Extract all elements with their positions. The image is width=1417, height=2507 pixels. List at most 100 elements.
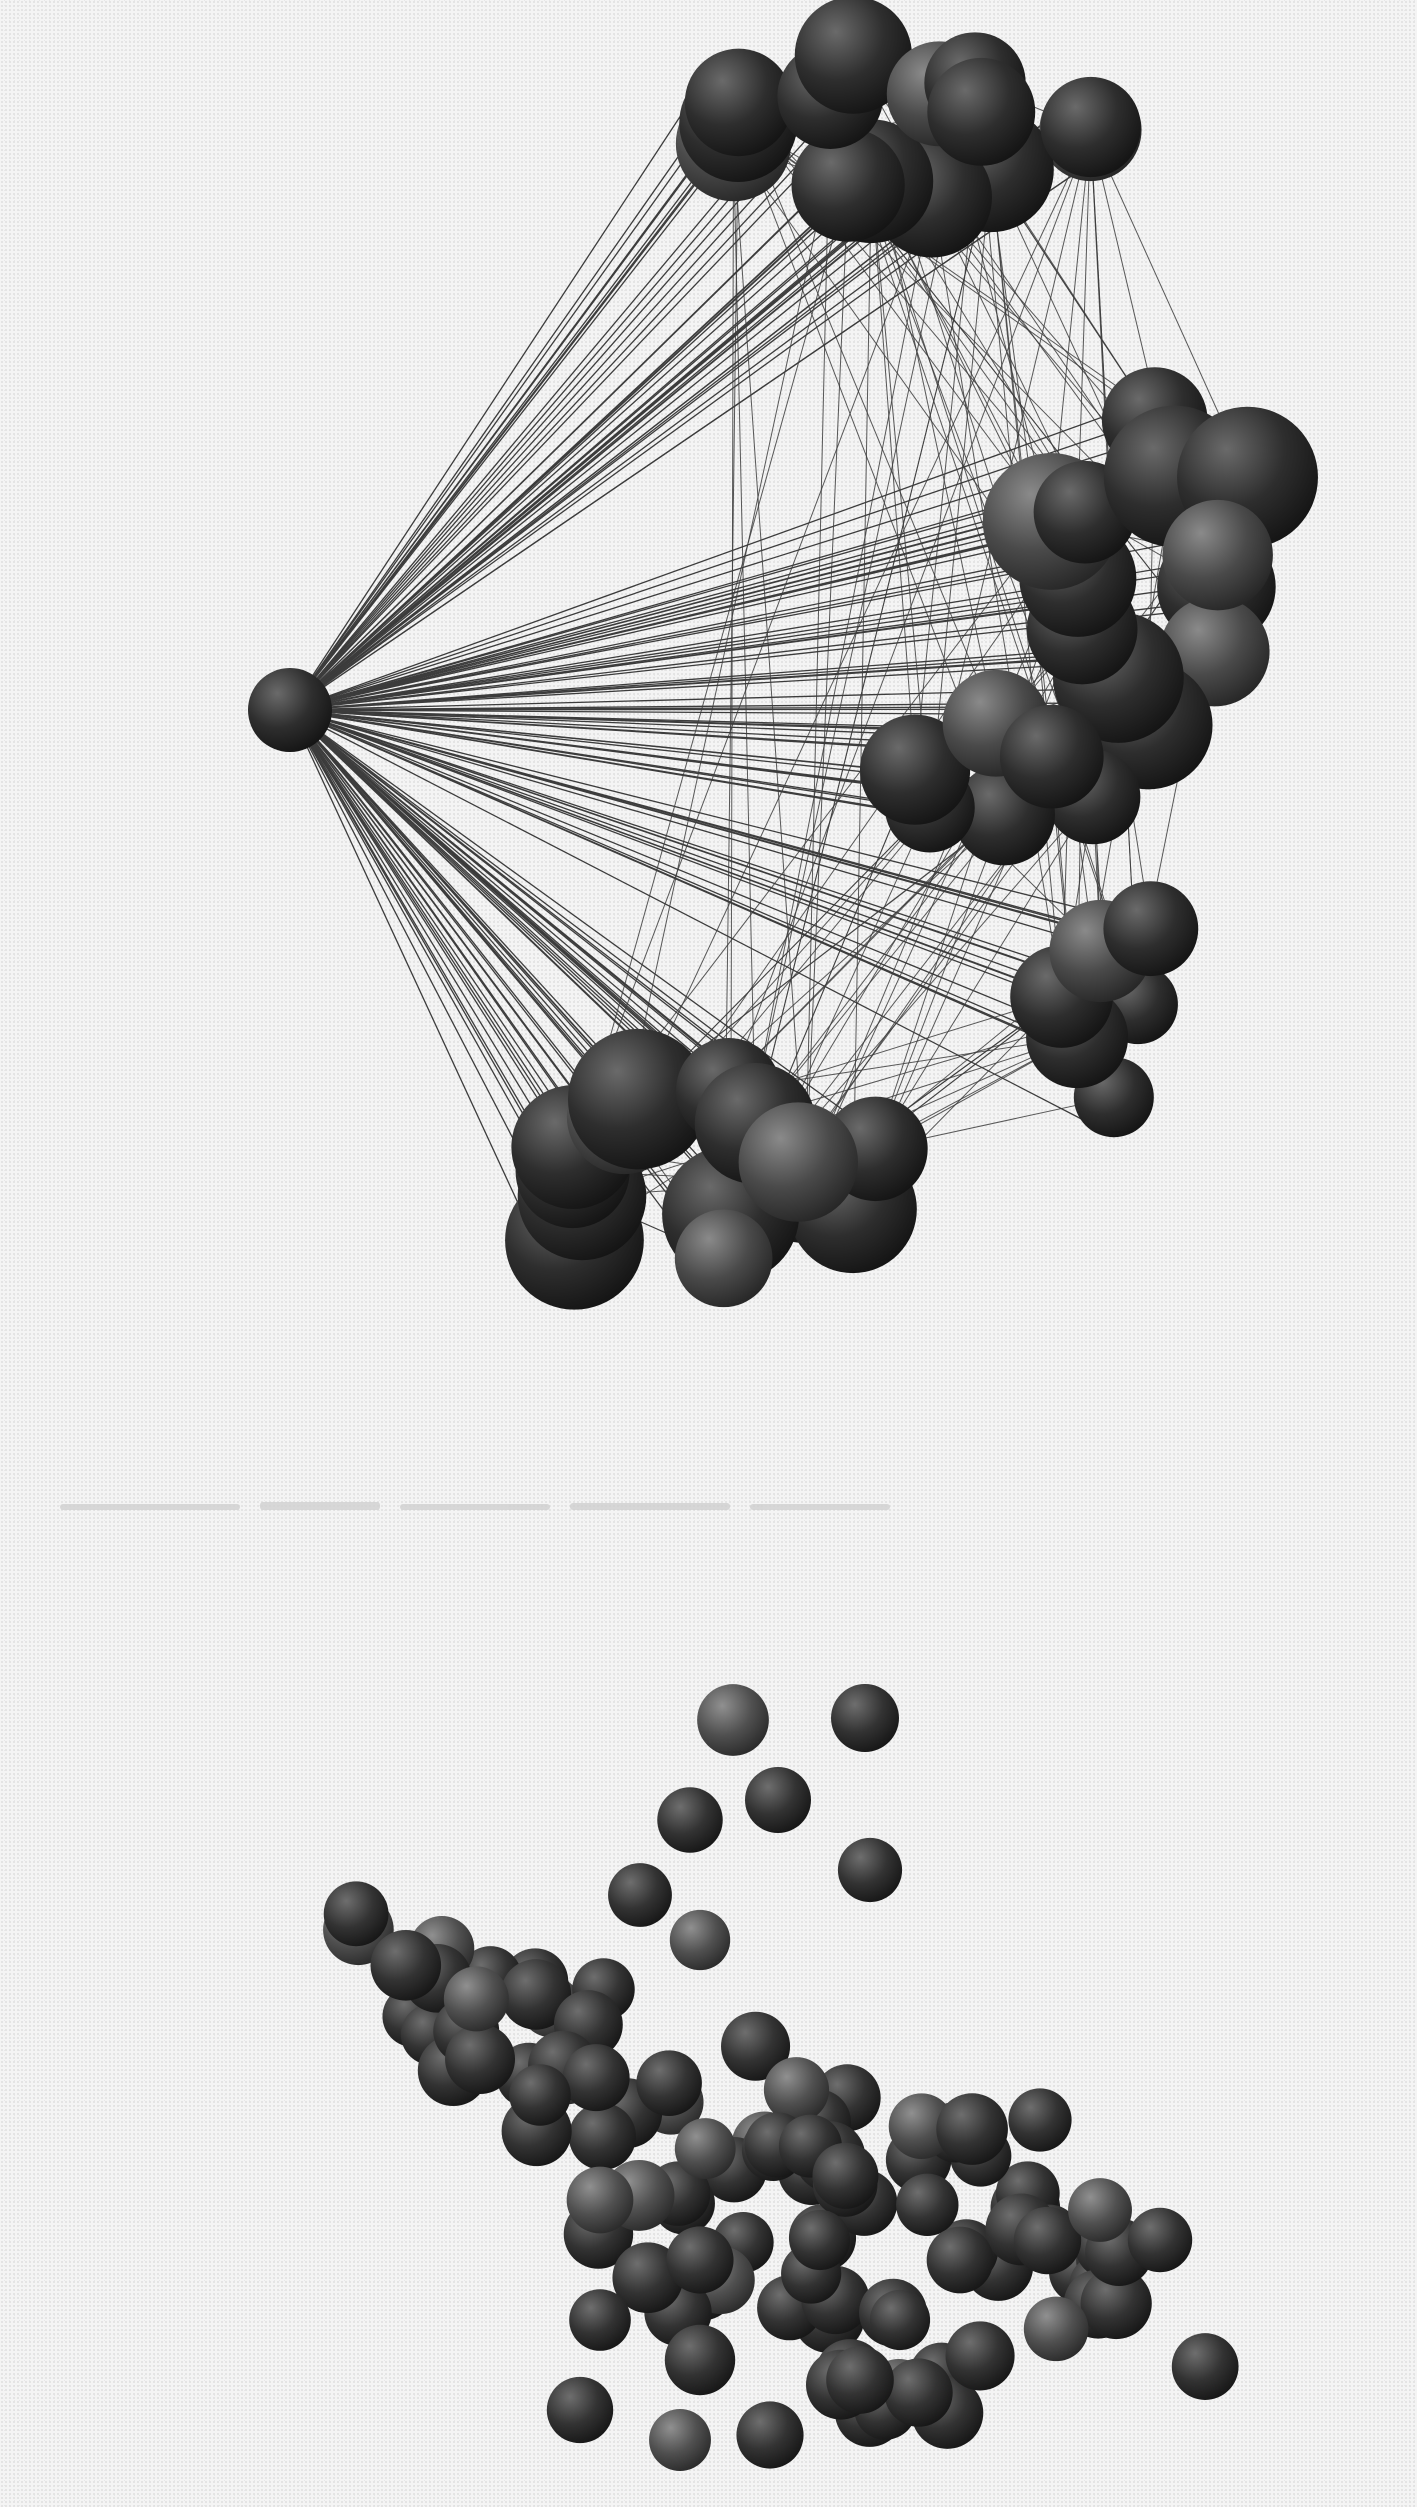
graph-edge	[730, 143, 734, 1215]
sphere	[509, 2064, 571, 2126]
graph-edge	[289, 97, 769, 711]
graph-node	[794, 0, 912, 114]
graph-edge	[738, 102, 1052, 522]
sphere-cloud	[323, 1684, 1239, 2471]
graph-node	[927, 57, 1036, 166]
graph-node	[674, 1209, 773, 1308]
graph-edge	[289, 709, 1165, 930]
sphere	[789, 2209, 851, 2271]
sphere	[669, 1909, 731, 1971]
sphere	[323, 1881, 389, 1947]
graph-edge	[289, 709, 1044, 969]
graph-edge	[289, 426, 1128, 711]
sphere	[888, 2093, 955, 2160]
graph-edge	[732, 143, 806, 1183]
graph-edge	[289, 653, 1142, 711]
sphere	[562, 2044, 630, 2112]
hub-node	[248, 668, 332, 752]
graph-edge	[572, 184, 849, 1172]
graph-edge	[289, 161, 850, 711]
graph-edge	[289, 709, 639, 1122]
graph-edge	[289, 709, 898, 748]
sphere	[869, 2289, 931, 2351]
sphere	[826, 2346, 894, 2414]
graph-edge	[829, 95, 1139, 1005]
graph-edge	[289, 709, 1150, 948]
graph-edge	[289, 72, 710, 711]
sphere	[745, 1767, 811, 1833]
caption-smudge	[0, 1492, 1417, 1522]
network-graph-panel	[248, 0, 1318, 1310]
sphere	[936, 2093, 1008, 2165]
graph-edge	[738, 102, 997, 724]
sphere	[1127, 2207, 1193, 2273]
sphere	[566, 2166, 634, 2234]
sphere	[445, 2024, 516, 2095]
sphere	[370, 1929, 442, 2001]
graph-edge	[852, 181, 872, 1210]
network-graph	[248, 0, 1318, 1310]
graph-edge	[289, 709, 546, 1261]
sphere	[896, 2173, 959, 2236]
graph-node	[567, 1028, 709, 1170]
graph-edge	[289, 709, 1052, 1024]
sphere	[1068, 2178, 1132, 2242]
graph-node	[1162, 499, 1273, 611]
sphere-cloud-panel	[0, 1560, 1417, 2507]
sphere	[721, 2011, 791, 2081]
graph-edge	[289, 514, 1113, 711]
sphere	[612, 2242, 684, 2314]
graph-edge	[929, 169, 992, 808]
graph-edge	[289, 709, 1104, 1060]
sphere	[608, 1863, 672, 1927]
sphere	[657, 1787, 723, 1853]
sphere	[1080, 2267, 1152, 2340]
graph-edge	[289, 709, 559, 1169]
sphere	[569, 2289, 631, 2351]
sphere-group	[323, 1684, 1239, 2471]
graph-edge	[289, 709, 957, 813]
graph-edge	[289, 113, 859, 711]
sphere	[1013, 2206, 1082, 2275]
graph-node	[684, 48, 793, 157]
sphere	[837, 1837, 903, 1903]
sphere	[649, 2409, 711, 2471]
graph-edge	[289, 554, 1059, 711]
sphere	[1171, 2333, 1239, 2400]
graph-node	[999, 704, 1104, 809]
graph-edge	[289, 207, 915, 711]
graph-edge	[289, 709, 1158, 1001]
graph-edge	[289, 599, 1077, 711]
sphere	[1023, 2296, 1089, 2362]
sphere	[443, 1966, 509, 2032]
graph-edge	[289, 528, 1091, 711]
sphere	[763, 2057, 830, 2123]
sphere	[636, 2050, 702, 2116]
graph-edge	[289, 143, 1119, 711]
graph-edge	[289, 709, 1060, 1001]
sphere	[926, 2226, 994, 2294]
graph-edge	[289, 709, 590, 1163]
graph-edge	[289, 709, 1080, 941]
graph-edge	[289, 709, 582, 1168]
graph-edge	[728, 129, 1091, 1091]
graph-edge	[289, 709, 742, 1081]
graph-node	[791, 128, 905, 242]
graph-node	[859, 714, 971, 825]
graph-edge	[289, 709, 1105, 1012]
graph-nodes	[248, 0, 1318, 1310]
graph-node	[1040, 76, 1141, 178]
graph-edge	[289, 709, 1128, 1078]
sphere	[674, 2118, 736, 2180]
sphere	[945, 2321, 1015, 2391]
sphere	[666, 2226, 734, 2294]
graph-edge	[289, 709, 990, 715]
graph-edge	[289, 709, 1161, 1023]
sphere	[736, 2401, 804, 2469]
graph-edge	[289, 709, 593, 1137]
graph-edge	[870, 181, 1139, 1005]
graph-edge	[289, 709, 611, 1140]
graph-node	[738, 1102, 858, 1222]
sphere	[568, 2102, 636, 2171]
